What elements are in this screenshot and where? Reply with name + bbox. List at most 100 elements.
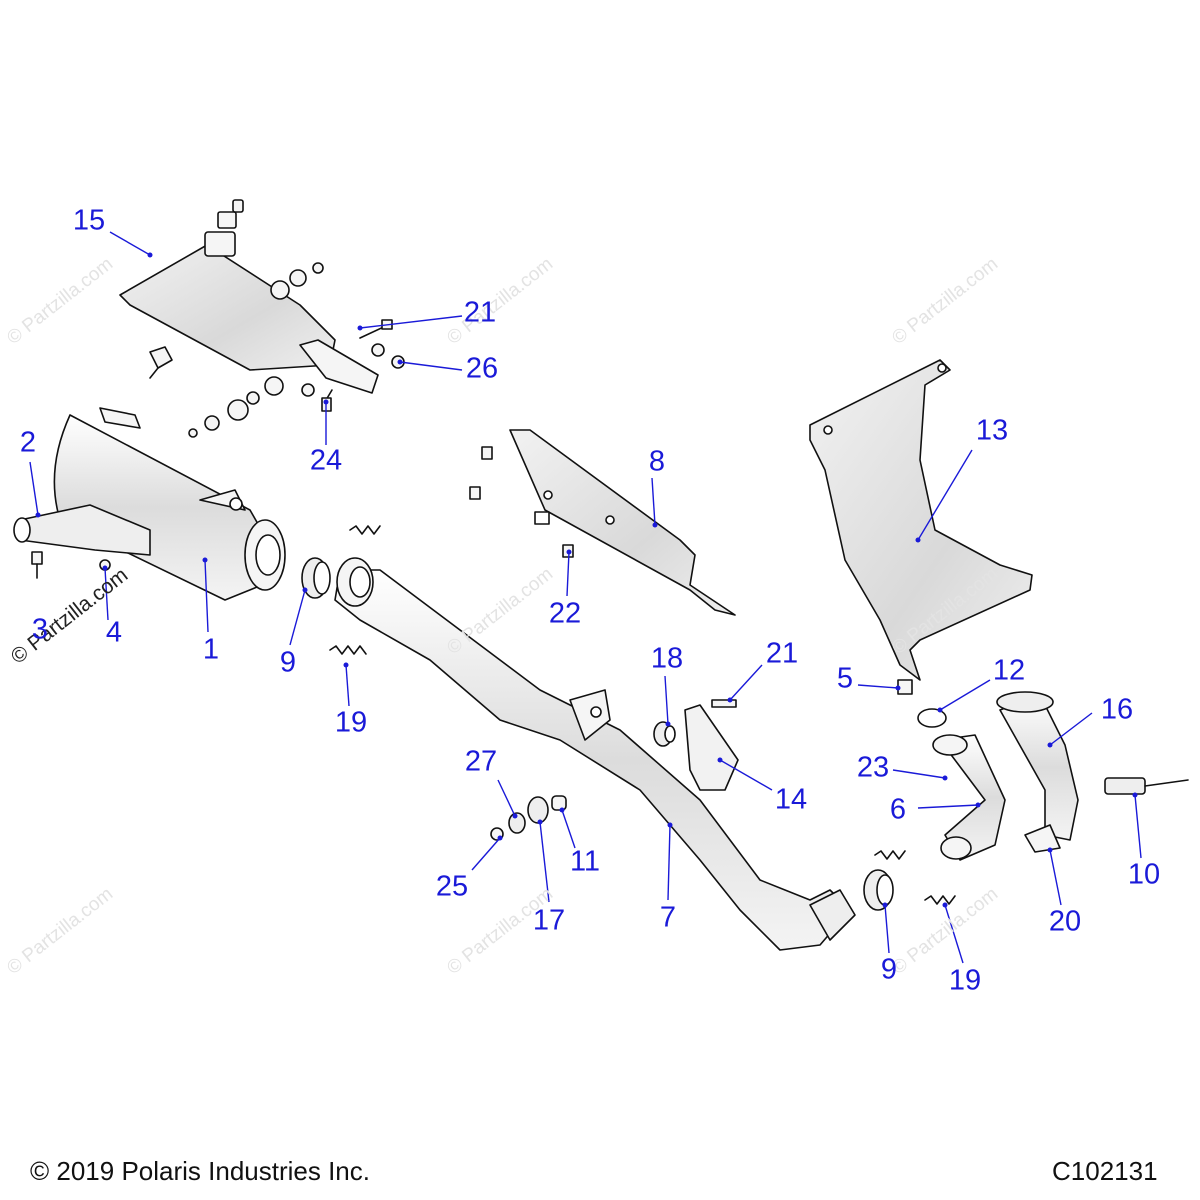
leader-arrow-tip: [537, 819, 543, 825]
callout-23: 23: [856, 751, 890, 784]
leader-arrow-tip: [497, 835, 503, 841]
callout-7: 7: [659, 901, 677, 934]
callout-2: 2: [19, 426, 37, 459]
callout-22: 22: [548, 597, 582, 630]
leader-line: [399, 361, 463, 371]
leader-arrow-tip: [512, 813, 518, 819]
leader-arrow-tip: [357, 325, 363, 331]
callout-1: 1: [202, 633, 220, 666]
heat-shield-bracket-part: [469, 429, 736, 616]
muffler-part: [53, 407, 286, 601]
leader-line: [917, 449, 973, 541]
callout-16: 16: [1100, 693, 1134, 726]
leader-arrow-tip: [942, 902, 948, 908]
leader-arrow-tip: [566, 549, 572, 555]
callout-21: 21: [463, 296, 497, 329]
spring-left-part: [329, 525, 381, 655]
leader-line: [566, 551, 570, 597]
diagram-code: C102131: [1052, 1156, 1158, 1186]
leader-line: [1134, 794, 1142, 859]
callout-20: 20: [1048, 905, 1082, 938]
callout-10: 10: [1127, 858, 1161, 891]
leader-arrow-tip: [915, 537, 921, 543]
leader-line: [884, 904, 890, 954]
callout-17: 17: [532, 904, 566, 937]
bracket-hardware-part: [653, 699, 739, 791]
callout-24: 24: [309, 444, 343, 477]
head-pipe-assembly-part: [897, 679, 1006, 861]
heat-shield-large-part: [809, 359, 1033, 681]
leader-line: [359, 315, 463, 329]
leader-line: [892, 769, 946, 779]
leader-arrow-tip: [942, 775, 948, 781]
copyright-notice: © 2019 Polaris Industries Inc.: [30, 1156, 370, 1186]
leader-arrow-tip: [35, 512, 41, 518]
leader-arrow-tip: [1047, 742, 1053, 748]
leader-line: [561, 809, 576, 849]
exhaust-pipe-part: [334, 557, 856, 951]
leader-arrow-tip: [1047, 847, 1053, 853]
callout-3: 3: [31, 613, 49, 646]
callout-4: 4: [105, 616, 123, 649]
leader-arrow-tip: [102, 565, 108, 571]
leader-arrow-tip: [147, 252, 153, 258]
callout-27: 27: [464, 745, 498, 778]
leader-arrow-tip: [1132, 792, 1138, 798]
callout-21: 21: [765, 637, 799, 670]
callout-13: 13: [975, 414, 1009, 447]
leader-line: [944, 904, 964, 964]
leader-line: [667, 824, 671, 901]
leader-line: [719, 759, 773, 791]
leader-line: [204, 559, 209, 633]
leader-arrow-tip: [323, 399, 329, 405]
leader-arrow-tip: [937, 707, 943, 713]
leader-line: [664, 675, 669, 725]
gasket-ring-left-part: [301, 557, 331, 599]
washers-and-spacers-part: [490, 795, 567, 841]
leader-line: [471, 837, 501, 871]
callout-18: 18: [650, 642, 684, 675]
callout-6: 6: [889, 793, 907, 826]
leader-arrow-tip: [895, 685, 901, 691]
callout-26: 26: [465, 352, 499, 385]
leader-line: [651, 477, 656, 526]
leader-line: [29, 461, 39, 516]
callout-19: 19: [948, 964, 982, 997]
leader-arrow-tip: [667, 822, 673, 828]
callout-19: 19: [334, 706, 368, 739]
leader-line: [539, 821, 550, 903]
callout-11: 11: [569, 845, 601, 878]
leader-arrow-tip: [202, 557, 208, 563]
leader-arrow-tip: [665, 721, 671, 727]
leader-arrow-tip: [397, 359, 403, 365]
leader-arrow-tip: [975, 802, 981, 808]
leader-line: [497, 779, 516, 817]
leader-line: [1049, 712, 1093, 746]
leader-line: [345, 664, 350, 707]
outlet-tip-part: [13, 504, 151, 579]
leader-line: [289, 589, 306, 646]
leader-arrow-tip: [302, 587, 308, 593]
callout-15: 15: [72, 204, 106, 237]
leader-line: [939, 679, 991, 711]
leader-line: [917, 804, 979, 809]
oxygen-sensor-part: [1104, 777, 1189, 795]
leader-arrow-tip: [343, 662, 349, 668]
leader-line: [109, 231, 151, 256]
leader-arrow-tip: [652, 522, 658, 528]
leader-line: [729, 664, 763, 701]
callout-12: 12: [992, 654, 1026, 687]
leader-line: [104, 567, 109, 621]
leader-arrow-tip: [727, 697, 733, 703]
leader-lines: [29, 231, 1142, 964]
callout-8: 8: [648, 445, 666, 478]
callout-5: 5: [836, 662, 854, 695]
callout-9: 9: [279, 646, 297, 679]
gasket-ring-right-part: [863, 850, 956, 911]
heat-shield-upper-part: [119, 199, 379, 394]
callout-9: 9: [880, 953, 898, 986]
leader-arrow-tip: [717, 757, 723, 763]
leader-arrow-tip: [882, 902, 888, 908]
